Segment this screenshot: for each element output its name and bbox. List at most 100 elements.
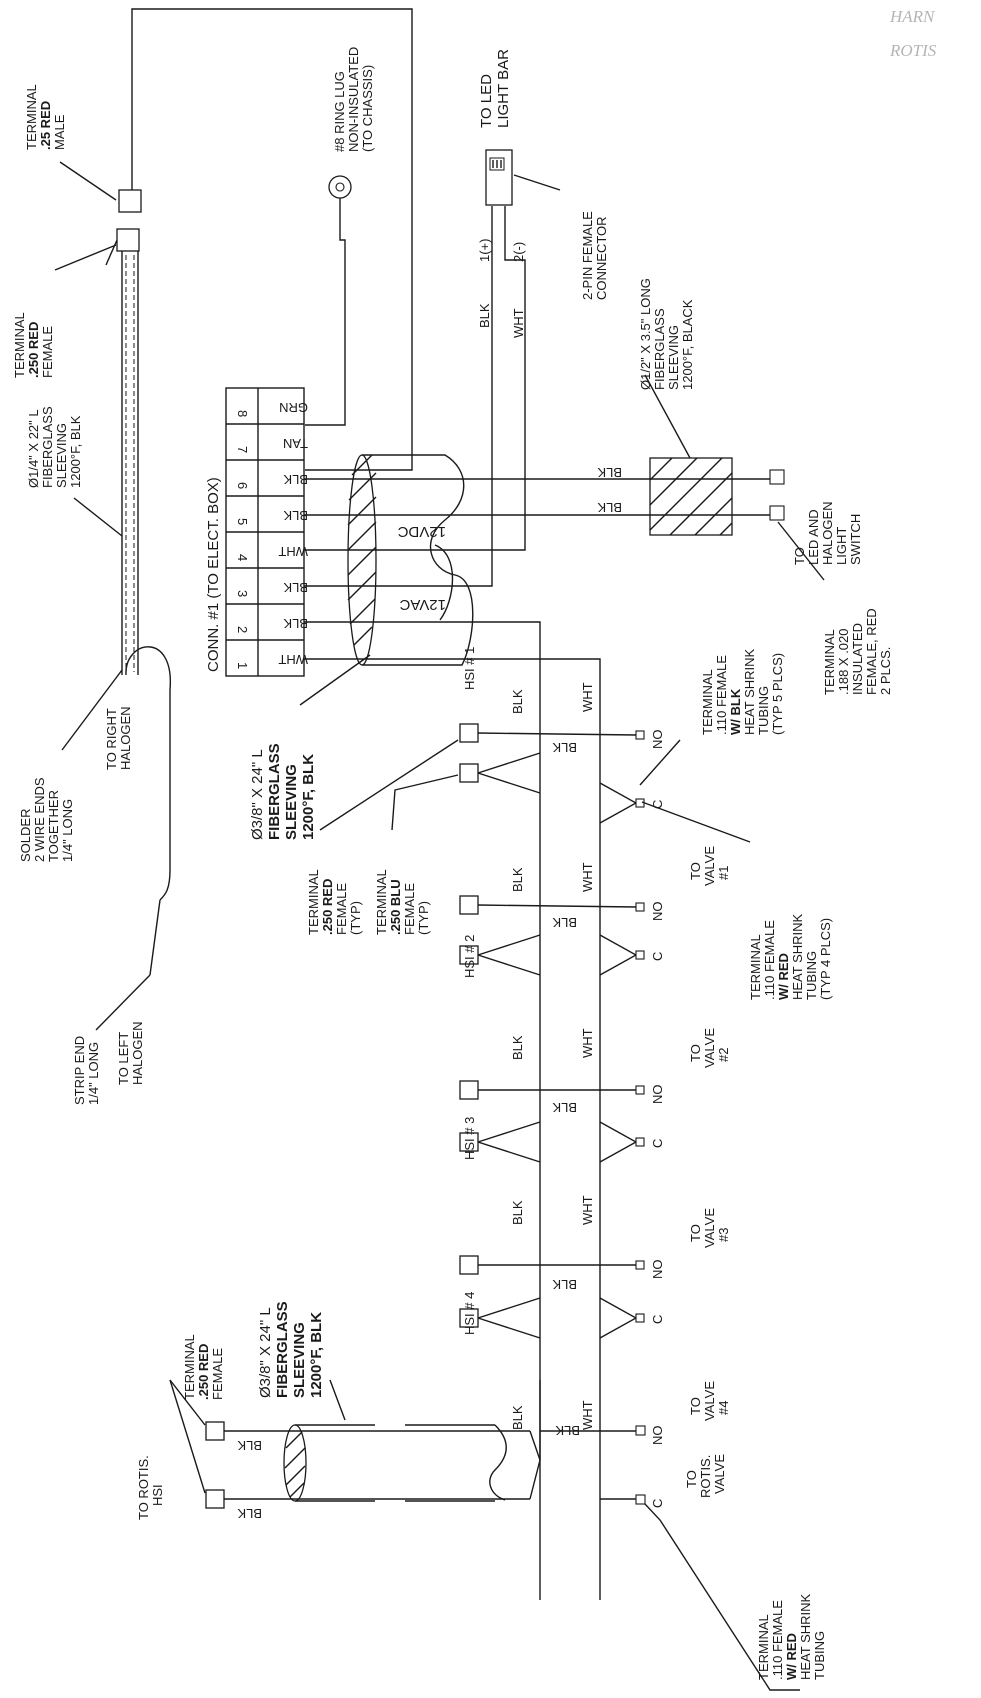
switch-terminal-2 <box>769 505 785 521</box>
svg-text:INSULATED: INSULATED <box>850 623 865 695</box>
valve-3-c-terminal <box>635 1137 645 1147</box>
svg-text:CONN. #1 (TO ELECT. BOX): CONN. #1 (TO ELECT. BOX) <box>205 477 222 672</box>
svg-text:.110 FEMALE: .110 FEMALE <box>770 1600 785 1680</box>
svg-text:W/ RED: W/ RED <box>784 1633 799 1680</box>
svg-text:SWITCH: SWITCH <box>848 514 863 565</box>
svg-text:TERMINAL: TERMINAL <box>700 669 715 735</box>
wire-color-8: GRN <box>279 400 308 415</box>
valve-2-no-label: NO <box>650 902 665 922</box>
valve-3-c-label: C <box>650 1139 665 1148</box>
terminal-110-red-typ4-label: TERMINAL .110 FEMALE W/ RED HEAT SHRINK … <box>748 913 833 1000</box>
svg-text:W/ RED: W/ RED <box>776 953 791 1000</box>
rung-1-valve-c-tap-b <box>599 802 637 824</box>
valve-4-no-terminal <box>635 1260 645 1270</box>
svg-text:Ø1/4" X 22" L: Ø1/4" X 22" L <box>26 409 41 488</box>
rung-1-hsi-c-tap-b <box>477 772 541 794</box>
led-light-bar-label: TO LED LIGHT BAR <box>478 49 512 128</box>
svg-text:#1: #1 <box>716 866 731 880</box>
half-inch-sleeving <box>649 457 733 536</box>
svg-text:SLEEVING: SLEEVING <box>666 325 681 390</box>
svg-text:TUBING: TUBING <box>756 686 771 735</box>
hsi-1-terminal-blu <box>459 763 479 783</box>
label-12vdc: 12VDC <box>397 523 446 540</box>
svg-text:TO: TO <box>688 862 703 880</box>
svg-text:TO ROTIS.: TO ROTIS. <box>136 1455 151 1520</box>
hsi-1-terminal-red <box>459 723 479 743</box>
strip-end-label: STRIP END 1/4" LONG <box>72 1036 101 1105</box>
pin-number-5: 5 <box>235 518 250 525</box>
hsi-2-label: HSI # 2 <box>462 935 477 978</box>
pin-number-1: 1 <box>235 662 250 669</box>
svg-text:HALOGEN: HALOGEN <box>118 706 133 770</box>
svg-text:VALVE: VALVE <box>702 1208 717 1248</box>
svg-text:TERMINAL: TERMINAL <box>748 934 763 1000</box>
terminal-110-blk-label: TERMINAL .110 FEMALE W/ BLK HEAT SHRINK … <box>700 648 785 735</box>
svg-text:.110 FEMALE: .110 FEMALE <box>714 655 729 735</box>
hsi-4-terminal-red <box>459 1255 479 1275</box>
hsi-3-terminal-blu <box>459 1132 479 1152</box>
pin-number-4: 4 <box>235 554 250 561</box>
wire-color-2: BLK <box>283 616 308 631</box>
switch-wire-2-label: BLK <box>597 500 622 515</box>
valve-1-c-label: C <box>650 800 665 809</box>
svg-text:VALVE: VALVE <box>702 846 717 886</box>
svg-text:.250 BLU: .250 BLU <box>388 879 403 935</box>
rung-3-blk-label: BLK <box>552 1100 577 1115</box>
svg-text:#2: #2 <box>716 1048 731 1062</box>
connector-pin-numbers: 1 2 3 4 5 6 7 8 <box>235 410 250 669</box>
svg-text:Ø3/8" X 24" L: Ø3/8" X 24" L <box>249 749 266 840</box>
ladder-wht-3: WHT <box>580 1028 595 1058</box>
hsi-3-terminal-red <box>459 1080 479 1100</box>
rung-2-hsi-c-tap-b <box>477 954 541 976</box>
rung-3-hsi-c-tap-b <box>477 1141 541 1163</box>
ladder-wht-1: WHT <box>580 682 595 712</box>
svg-text:VALVE: VALVE <box>702 1028 717 1068</box>
valve-3-no-label: NO <box>650 1085 665 1105</box>
svg-text:CONNECTOR: CONNECTOR <box>594 216 609 300</box>
rung-1-blk-wire <box>477 732 637 736</box>
svg-text:TERMINAL: TERMINAL <box>822 629 837 695</box>
svg-text:SLEEVING: SLEEVING <box>54 423 69 488</box>
pin-number-3: 3 <box>235 590 250 597</box>
rotis-hsi-terminal-1 <box>205 1421 225 1441</box>
corner-title-line-2: ROTIS <box>889 41 937 60</box>
switch-terminal-1 <box>769 469 785 485</box>
rung-2-blk-label: BLK <box>552 915 577 930</box>
ladder-wht-2: WHT <box>580 862 595 892</box>
hsi-2-terminal-blu <box>459 945 479 965</box>
svg-text:TO LEFT: TO LEFT <box>116 1032 131 1085</box>
svg-text:STRIP END: STRIP END <box>72 1036 87 1105</box>
svg-text:FIBERGLASS: FIBERGLASS <box>40 406 55 488</box>
ladder-blk-5: BLK <box>510 1405 525 1430</box>
svg-text:SLEEVING: SLEEVING <box>283 764 300 840</box>
rung-3-hsi-c-tap <box>477 1121 541 1143</box>
led-pin-2-label: 2(-) <box>511 242 526 262</box>
svg-text:TERMINAL: TERMINAL <box>12 312 27 378</box>
svg-text:TO: TO <box>688 1224 703 1242</box>
svg-text:Ø3/8" X 24" L: Ø3/8" X 24" L <box>257 1307 274 1398</box>
hsi-2-terminal-red <box>459 895 479 915</box>
valve-2-no-terminal <box>635 902 645 912</box>
svg-text:TO: TO <box>688 1397 703 1415</box>
rung-2-valve-c-tap <box>599 934 637 956</box>
ladder-blk-2: BLK <box>510 867 525 892</box>
svg-text:.25 RED: .25 RED <box>38 101 53 150</box>
svg-text:LED AND: LED AND <box>806 509 821 565</box>
terminal-250-blu-typ-label: TERMINAL .250 BLU FEMALE (TYP) <box>374 869 431 935</box>
svg-text:FIBERGLASS: FIBERGLASS <box>652 308 667 390</box>
svg-text:SLEEVING: SLEEVING <box>291 1322 308 1398</box>
svg-text:TO: TO <box>688 1044 703 1062</box>
rung-4-hsi-c-tap <box>477 1297 541 1319</box>
to-left-halogen-label: TO LEFT HALOGEN <box>116 1021 145 1085</box>
terminal-25-red-male-label: TERMINAL .25 RED MALE <box>24 84 67 150</box>
rung-2-hsi-c-tap <box>477 934 541 956</box>
svg-text:HEAT SHRINK: HEAT SHRINK <box>742 648 757 735</box>
to-rotis-valve-label: TO ROTIS. VALVE <box>684 1454 727 1498</box>
svg-text:HSI: HSI <box>150 1484 165 1506</box>
terminal-250-red-typ-label: TERMINAL .250 RED FEMALE (TYP) <box>306 869 363 935</box>
svg-text:1/4" LONG: 1/4" LONG <box>60 799 75 862</box>
svg-text:FIBERGLASS: FIBERGLASS <box>274 1301 291 1398</box>
svg-text:TERMINAL: TERMINAL <box>306 869 321 935</box>
label-12vac: 12VAC <box>399 596 446 613</box>
bundle-voltage-labels: 12VAC 12VDC <box>397 523 446 613</box>
